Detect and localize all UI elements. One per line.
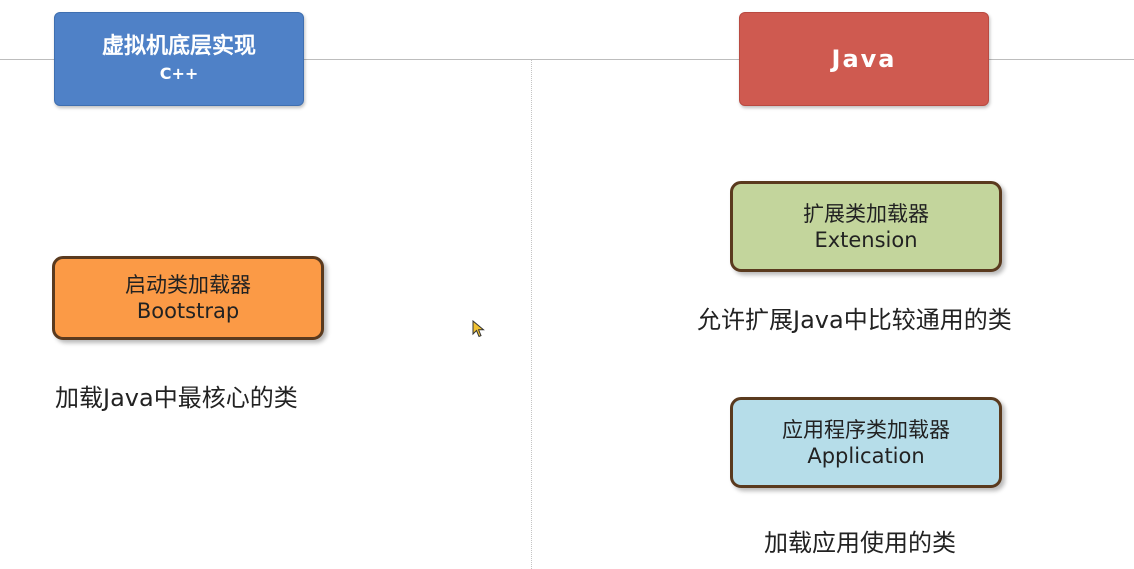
application-loader-cn-label: 应用程序类加载器	[782, 417, 950, 442]
extension-loader-cn-label: 扩展类加载器	[803, 201, 929, 226]
column-divider-line	[531, 60, 532, 569]
extension-loader-description: 允许扩展Java中比较通用的类	[697, 306, 1012, 334]
application-loader-box: 应用程序类加载器 Application	[730, 397, 1002, 488]
java-header-title: Java	[831, 45, 897, 73]
bootstrap-loader-en-label: Bootstrap	[136, 299, 240, 323]
mouse-pointer-icon	[472, 320, 485, 338]
native-implementation-header: 虚拟机底层实现 C++	[54, 12, 304, 106]
header-divider-line	[0, 59, 1134, 60]
bootstrap-loader-description: 加载Java中最核心的类	[55, 384, 298, 412]
bootstrap-loader-box: 启动类加载器 Bootstrap	[52, 256, 324, 340]
bootstrap-loader-cn-label: 启动类加载器	[125, 273, 251, 297]
native-header-subtitle: C++	[159, 64, 199, 83]
extension-loader-en-label: Extension	[814, 227, 918, 252]
application-loader-description: 加载应用使用的类	[764, 529, 956, 557]
java-header: Java	[739, 12, 989, 106]
application-loader-en-label: Application	[807, 443, 925, 468]
extension-loader-box: 扩展类加载器 Extension	[730, 181, 1002, 272]
native-header-title: 虚拟机底层实现	[101, 34, 256, 59]
